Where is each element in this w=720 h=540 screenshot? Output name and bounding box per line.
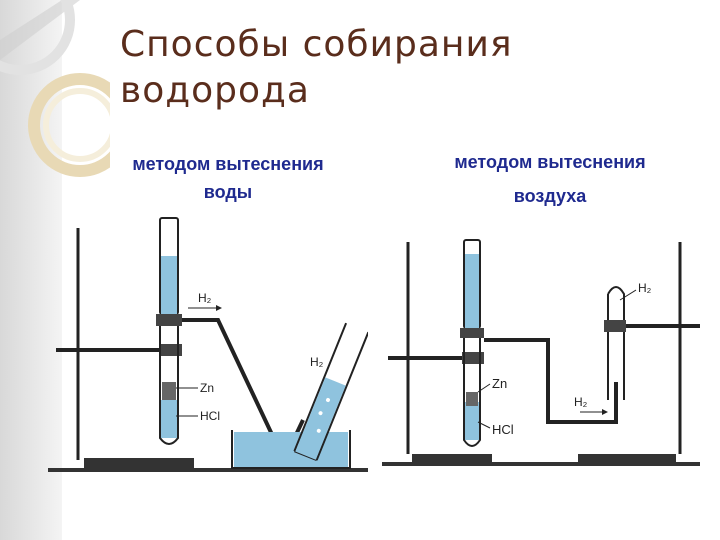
decorative-ring (0, 0, 75, 75)
decorative-ring (28, 73, 110, 177)
label-zn: Zn (492, 376, 507, 391)
caption-line: воды (203, 182, 253, 202)
label-zn: Zn (200, 381, 214, 395)
decorative-side-band (0, 0, 110, 540)
label-h2-arrow: H₂ (198, 291, 212, 305)
caption-water-displacement: методом вытеснения воды (88, 150, 368, 206)
caption-line: методом вытеснения (132, 154, 324, 174)
label-h2-tube: H₂ (310, 355, 324, 369)
label-h2-arrow: H₂ (574, 395, 588, 409)
caption-line: методом вытеснения (454, 152, 646, 172)
caption-air-displacement: методом вытеснения воздуха (405, 148, 695, 210)
label-hcl: HCl (492, 422, 514, 437)
slide-title: Способы собирания водорода (120, 24, 513, 111)
label-hcl: HCl (200, 409, 220, 423)
air-displacement-apparatus: H₂ H₂ Zn HCl (382, 239, 700, 466)
water-displacement-apparatus: H₂ Zn HCl H₂ (48, 217, 368, 472)
decorative-ring (43, 88, 110, 162)
caption-line: воздуха (513, 186, 587, 206)
label-h2-tube: H₂ (638, 281, 652, 295)
